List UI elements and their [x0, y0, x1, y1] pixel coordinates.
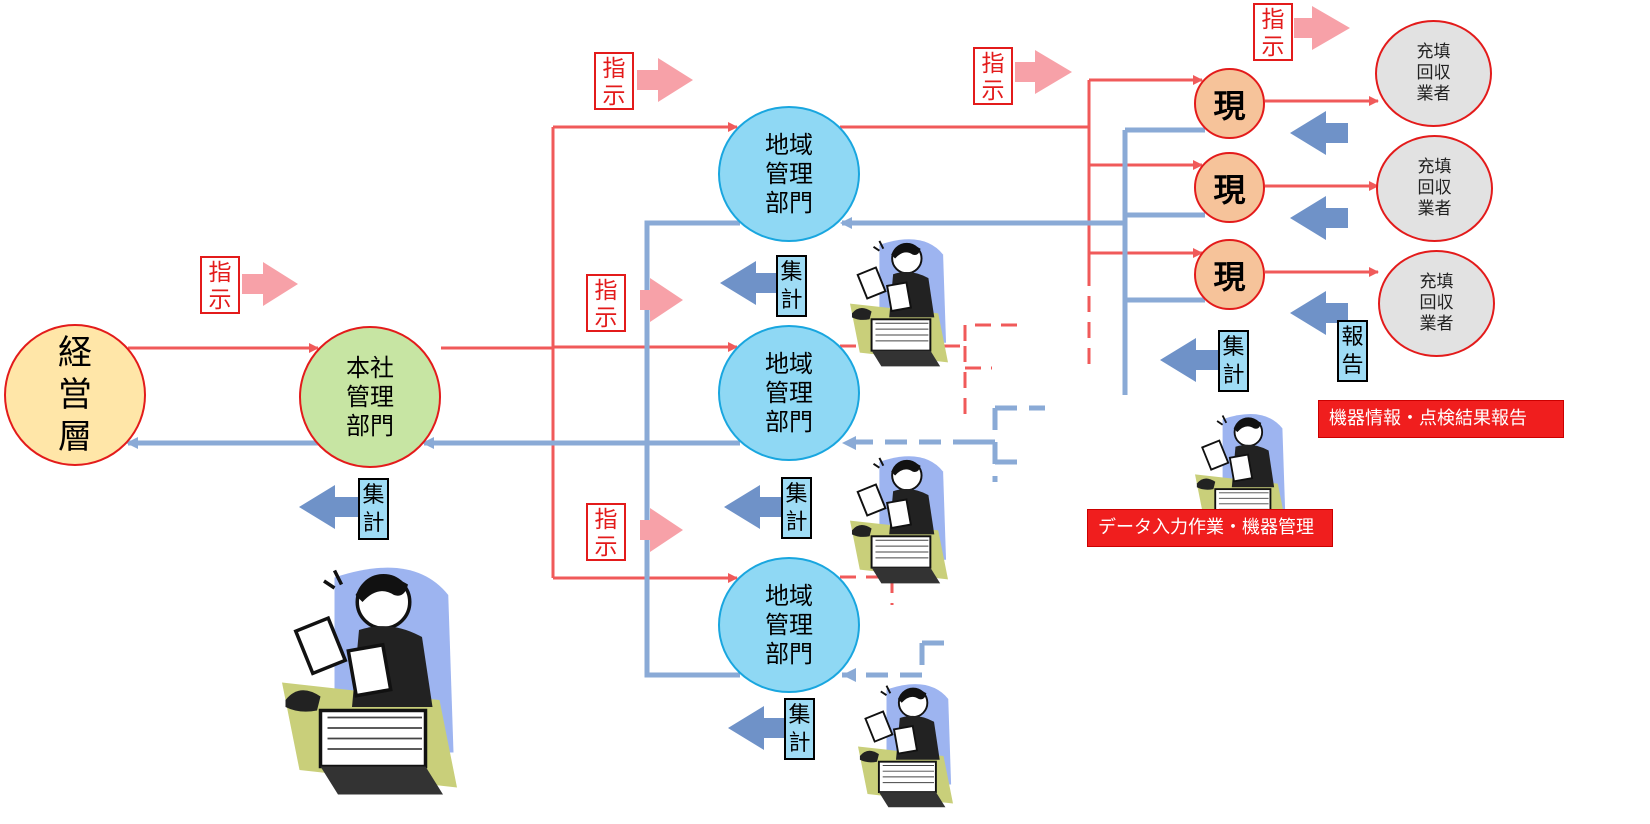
instruction-tag-text: 指 示: [594, 278, 618, 331]
regional-management-node: 地域 管理 部門: [718, 557, 860, 693]
regional-label: 地域 管理 部門: [765, 581, 813, 668]
vendor-node: 充填 回収 業者: [1378, 250, 1495, 357]
instruction-tag: 指 示: [200, 256, 240, 314]
instruction-tag-text: 指 示: [981, 51, 1005, 104]
executive-node: 経 営 層: [4, 324, 146, 466]
instruction-tag: 指 示: [594, 52, 634, 110]
instruction-tag-text: 指 示: [594, 507, 618, 560]
vendor-node: 充填 回収 業者: [1375, 20, 1492, 127]
worker-illustration-hq: [280, 565, 459, 797]
aggregation-lines: [126, 127, 1205, 678]
site-node: 現: [1194, 68, 1265, 139]
aggregation-tag: 集 計: [781, 477, 812, 539]
regional-label: 地域 管理 部門: [765, 130, 813, 217]
worker-illustration-regional-2: [849, 455, 949, 585]
aggregation-arrows: [299, 111, 1348, 750]
aggregation-tag: 集 計: [358, 478, 389, 540]
hq-label: 本社 管理 部門: [346, 353, 394, 440]
aggregation-tag: 集 計: [784, 698, 815, 760]
site-label: 現: [1213, 257, 1246, 296]
worker-illustration-regional-1: [849, 238, 949, 368]
vendor-node: 充填 回収 業者: [1376, 135, 1493, 242]
aggregation-tag-text: 集 計: [780, 260, 803, 313]
data-entry-text: データ入力作業・機器管理: [1098, 517, 1314, 538]
instruction-tag: 指 示: [586, 274, 626, 332]
aggregation-dashed-lines: [842, 405, 1045, 678]
vendor-label: 充填 回収 業者: [1417, 157, 1452, 219]
site-label: 現: [1213, 170, 1246, 209]
instruction-tag-text: 指 示: [1261, 7, 1285, 60]
site-label: 現: [1213, 86, 1246, 125]
aggregation-tag-text: 集 計: [1222, 335, 1245, 388]
hq-management-node: 本社 管理 部門: [299, 326, 441, 468]
aggregation-tag: 集 計: [776, 255, 807, 317]
instruction-tag: 指 示: [586, 503, 626, 561]
data-entry-banner: データ入力作業・機器管理: [1087, 509, 1333, 547]
vendor-label: 充填 回収 業者: [1416, 42, 1451, 104]
instruction-arrows: [242, 6, 1350, 552]
executive-label: 経 営 層: [58, 333, 92, 457]
aggregation-tag-text: 集 計: [785, 482, 808, 535]
instruction-tag-text: 指 示: [602, 56, 626, 109]
regional-label: 地域 管理 部門: [765, 349, 813, 436]
report-tag: 報 告: [1337, 320, 1368, 382]
aggregation-tag: 集 計: [1218, 330, 1249, 392]
instruction-tag: 指 示: [1253, 3, 1293, 61]
aggregation-tag-text: 集 計: [362, 483, 385, 536]
aggregation-tag-text: 集 計: [788, 703, 811, 756]
report-tag-text: 報 告: [1341, 325, 1364, 378]
vendor-report-text: 機器情報・点検結果報告: [1329, 408, 1527, 429]
regional-management-node: 地域 管理 部門: [718, 106, 860, 242]
instruction-tag: 指 示: [973, 47, 1013, 105]
instruction-tag-text: 指 示: [208, 260, 232, 313]
regional-management-node: 地域 管理 部門: [718, 325, 860, 461]
site-node: 現: [1194, 239, 1265, 310]
vendor-report-banner: 機器情報・点検結果報告: [1318, 400, 1564, 438]
site-node: 現: [1194, 152, 1265, 223]
vendor-label: 充填 回収 業者: [1419, 272, 1454, 334]
worker-illustration-regional-3: [857, 683, 954, 809]
